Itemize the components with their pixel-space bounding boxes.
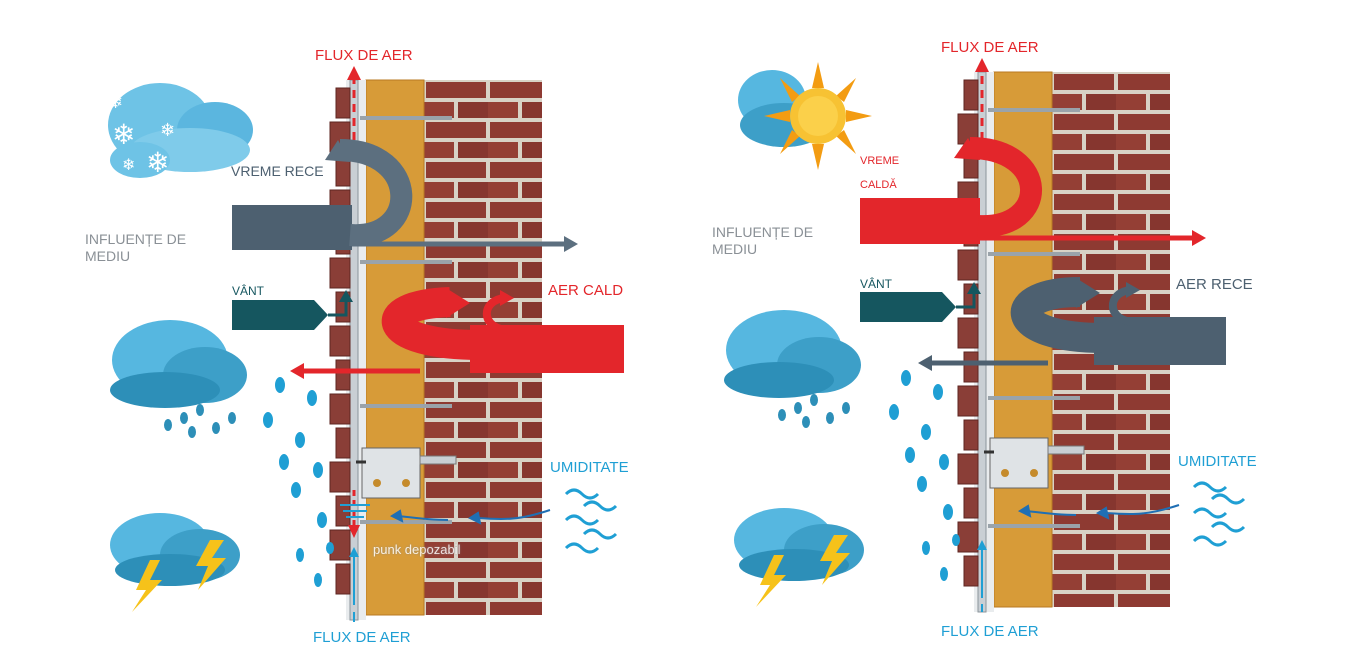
drainage-marker xyxy=(340,490,370,538)
airflow-bottom-label: FLUX DE AER xyxy=(313,629,411,646)
airflow-up-arrow xyxy=(347,66,361,140)
facade-cladding xyxy=(329,87,351,595)
mounting-bracket xyxy=(356,447,457,499)
moisture-arrows xyxy=(1017,504,1180,520)
warm-weather-label-line1: VREME xyxy=(860,155,900,167)
cold-air-label: AER RECE xyxy=(1176,276,1253,293)
warm-air-arrow xyxy=(290,287,624,379)
environment-label-line1: INFLUENȚE DE xyxy=(85,231,187,247)
svg-text:❄: ❄ xyxy=(108,92,123,113)
storm-cloud-icon xyxy=(734,508,864,607)
warm-weather-diagram xyxy=(724,58,1246,613)
svg-text:❄: ❄ xyxy=(146,146,169,179)
wall-anchors xyxy=(988,108,1080,528)
wall-anchors xyxy=(360,116,452,524)
rain-cloud-icon xyxy=(724,310,861,428)
humidity-label: UMIDITATE xyxy=(1178,453,1257,470)
wind-label: VÂNT xyxy=(232,284,265,298)
warm-air-arrow xyxy=(860,137,1206,246)
wind-label: VÂNT xyxy=(860,277,893,291)
airflow-bottom-label: FLUX DE AER xyxy=(941,623,1039,640)
airflow-top-label: FLUX DE AER xyxy=(315,47,413,64)
environment-label-line2: MEDIU xyxy=(712,241,758,257)
cold-air-arrow xyxy=(918,277,1226,371)
airflow-bottom-arrow xyxy=(349,547,359,622)
raindrop-icon xyxy=(889,370,960,581)
environment-label-line2: MEDIU xyxy=(85,248,131,264)
warm-weather-label-line2: CALDĂ xyxy=(860,179,897,191)
mounting-bracket xyxy=(984,437,1085,489)
snow-cloud-icon: ❄ ❄ ❄ ❄ ❄ xyxy=(108,83,253,179)
warm-air-label: AER CALD xyxy=(548,282,624,299)
storm-cloud-icon xyxy=(110,513,240,612)
svg-text:❄: ❄ xyxy=(112,118,135,151)
environment-label-line1: INFLUENȚE DE xyxy=(712,224,814,240)
cold-weather-diagram: ❄ ❄ ❄ ❄ ❄ xyxy=(108,66,624,622)
raindrop-icon xyxy=(263,377,334,587)
cold-weather-panel: ❄ ❄ ❄ ❄ ❄ xyxy=(0,0,673,662)
rain-cloud-icon xyxy=(110,320,247,438)
moisture-arrows xyxy=(389,509,551,525)
humidity-waves xyxy=(564,488,618,554)
airflow-bottom-arrow xyxy=(977,540,987,612)
humidity-waves xyxy=(1192,481,1246,547)
airflow-top-label: FLUX DE AER xyxy=(941,39,1039,56)
cold-air-arrow xyxy=(232,139,578,252)
svg-text:❄: ❄ xyxy=(122,155,135,174)
svg-text:❄: ❄ xyxy=(160,120,175,141)
wind-arrow xyxy=(860,282,981,322)
humidity-label: UMIDITATE xyxy=(550,459,629,476)
sun-cloud-icon xyxy=(738,62,872,170)
cold-weather-label: VREME RECE xyxy=(231,163,324,179)
airflow-up-arrow xyxy=(975,58,989,140)
wind-arrow xyxy=(232,290,353,330)
watermark-text: punk depozabil xyxy=(373,542,461,557)
warm-weather-panel: FLUX DE AER VREME CALDĂ INFLUENȚE DE MED… xyxy=(674,0,1347,662)
